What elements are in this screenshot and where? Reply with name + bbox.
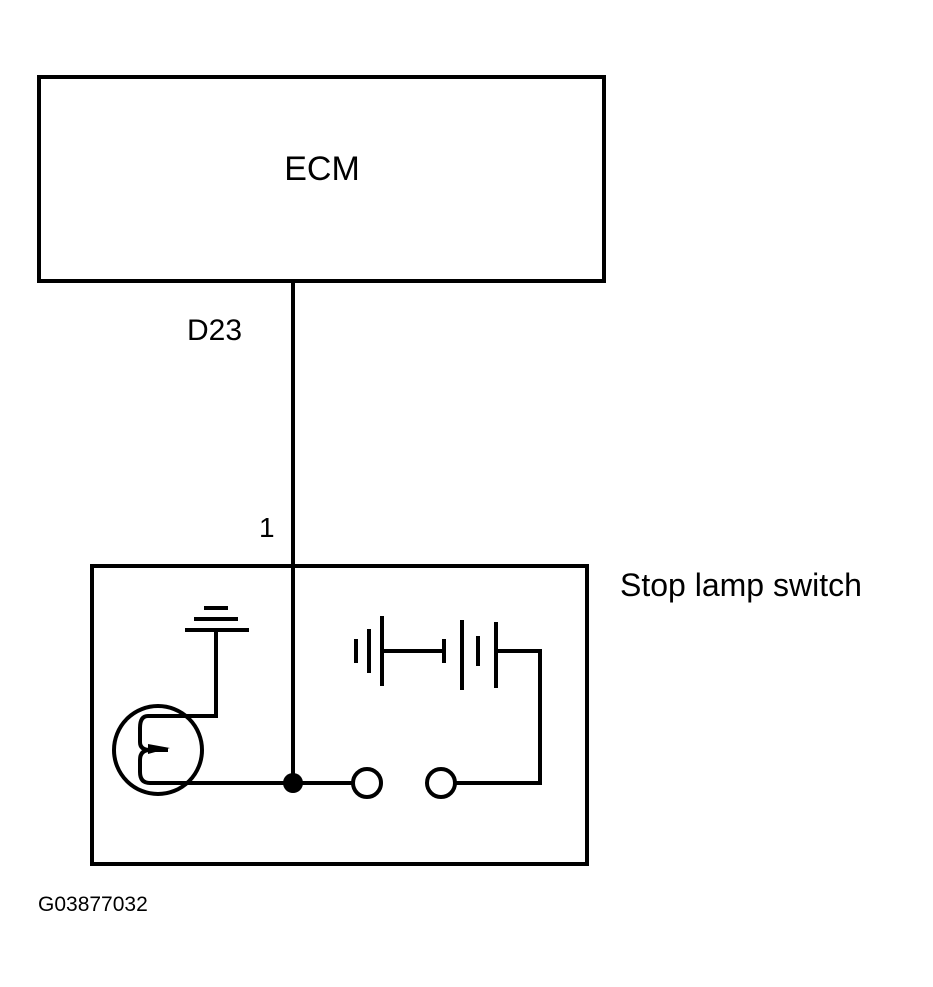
switch-contact-left-icon — [351, 767, 383, 799]
figure-id: G03877032 — [38, 893, 148, 916]
ecm-module: ECM — [37, 75, 606, 283]
junction-dot — [283, 773, 303, 793]
circuit-label: D23 — [187, 314, 242, 347]
switch-contact-right-icon — [425, 767, 457, 799]
ground-icon — [174, 606, 249, 718]
signal-wire: D23 1 — [187, 279, 295, 785]
ecm-box — [37, 75, 606, 283]
pin-label: 1 — [259, 512, 275, 543]
stop-lamp-switch: Stop lamp switch — [90, 564, 862, 866]
battery-icon — [354, 616, 498, 690]
lamp-bulb-icon — [112, 704, 204, 796]
stop-lamp-switch-box — [90, 564, 589, 866]
stop-lamp-switch-label: Stop lamp switch — [620, 567, 862, 603]
ecm-label: ECM — [284, 150, 360, 188]
